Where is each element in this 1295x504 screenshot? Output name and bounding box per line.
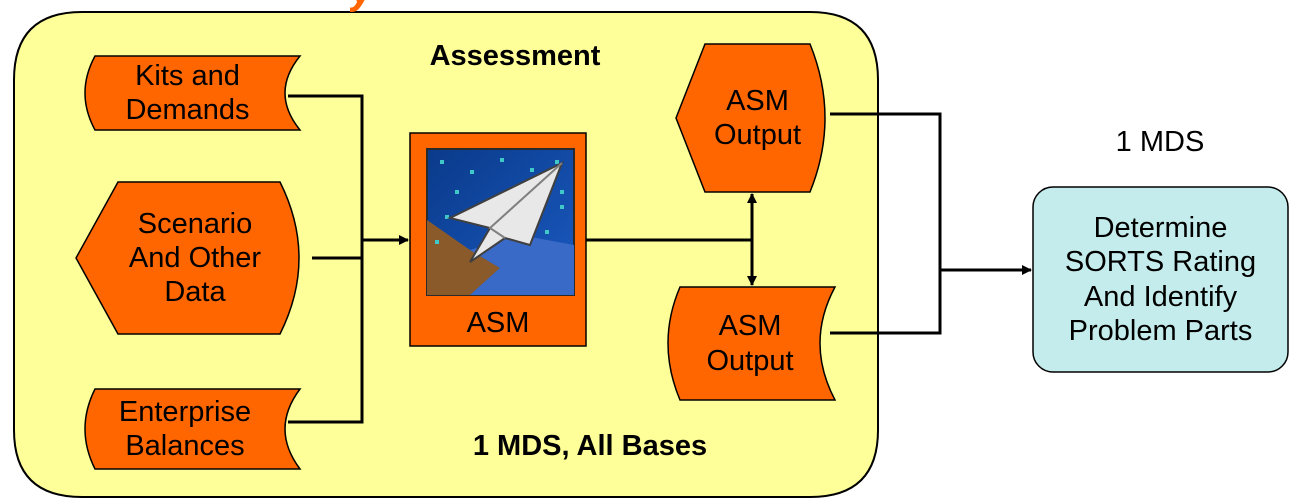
connectors xyxy=(288,94,1032,424)
asm-output-bottom-label: ASM Output xyxy=(706,310,794,377)
enterprise-balances-label: Enterprise Balances xyxy=(118,395,252,462)
scope-label: 1 MDS, All Bases xyxy=(472,429,708,462)
asm-output-top-label: ASM Output xyxy=(713,84,802,151)
scenario-label: Scenario And Other Data xyxy=(128,207,262,309)
kits-demands-shape xyxy=(84,55,302,131)
asm-model-label: ASM xyxy=(466,306,530,339)
title-fragment: y xyxy=(350,0,550,14)
kits-demands-label: Kits and Demands xyxy=(125,59,250,126)
result-heading: 1 MDS xyxy=(1115,125,1205,158)
asm-output-top-shape xyxy=(675,43,826,193)
asm-output-bottom-shape xyxy=(667,286,837,401)
assessment-title: Assessment xyxy=(429,39,601,72)
enterprise-balances-shape xyxy=(84,388,302,470)
plane-icon xyxy=(426,148,575,296)
result-label: Determine SORTS Rating And Identify Prob… xyxy=(1064,212,1257,347)
result-box xyxy=(1032,186,1289,373)
scenario-shape xyxy=(75,181,300,335)
